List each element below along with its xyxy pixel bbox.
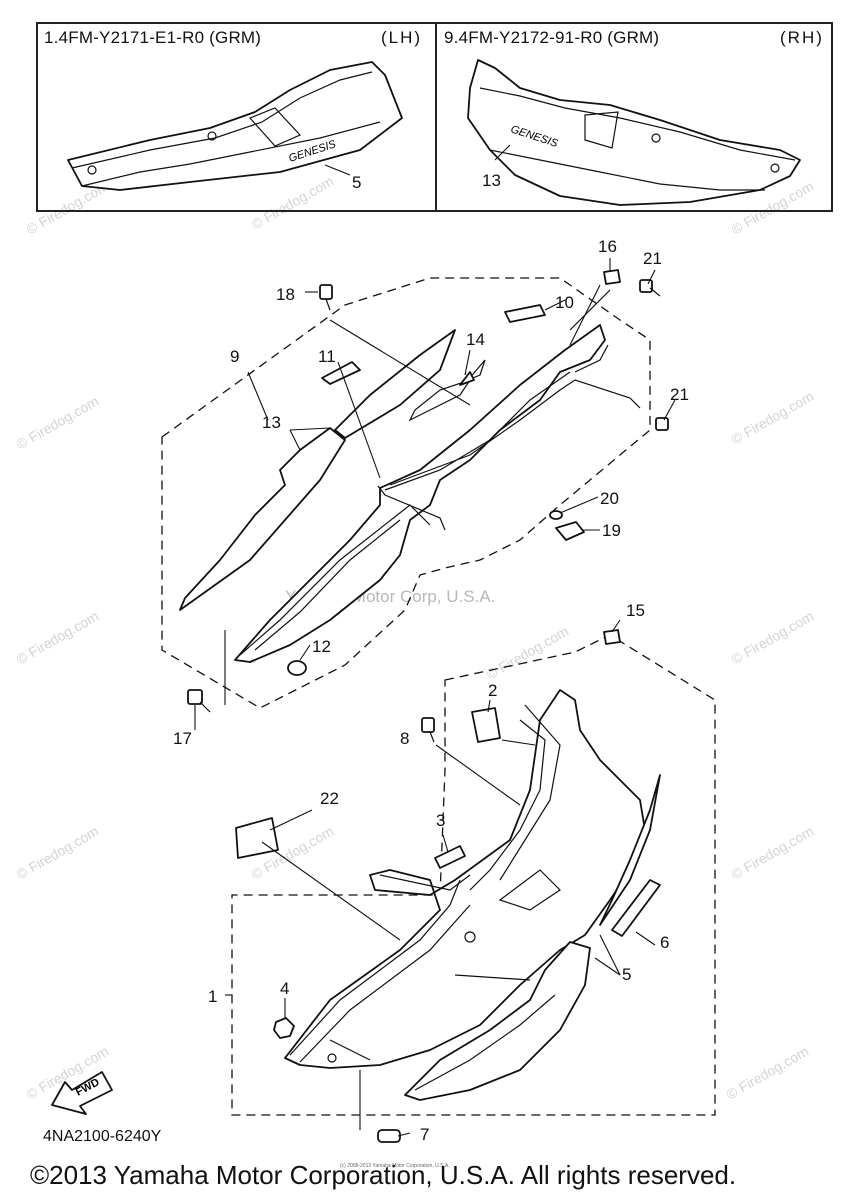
bolt-18 xyxy=(319,284,333,311)
watermark-11: © Firedog.com xyxy=(729,823,817,883)
watermark-14: © Firedog.com xyxy=(484,623,572,683)
callout-11: 11 xyxy=(318,347,336,366)
callout-5-header: 5 xyxy=(352,173,361,192)
lh-part-code: 1.4FM-Y2171-E1-R0 (GRM) xyxy=(44,28,262,47)
watermark-5: © Firedog.com xyxy=(729,388,817,448)
callout-17: 17 xyxy=(173,729,192,748)
callout-10: 10 xyxy=(555,293,574,312)
part-5-panel xyxy=(404,941,591,1101)
bolt-7 xyxy=(377,1129,401,1143)
callout-8: 8 xyxy=(400,729,409,748)
watermark-13: © Firedog.com xyxy=(724,1043,812,1103)
callout-5: 5 xyxy=(622,965,631,984)
label-22 xyxy=(235,817,279,859)
rh-side-label: (RH) xyxy=(780,28,824,47)
bolt-21-mid xyxy=(655,417,669,431)
nut-19 xyxy=(555,521,585,541)
tiny-credit: (c) 2008-2013 Yamaha Motor Corporation, … xyxy=(340,1163,450,1169)
nut-4 xyxy=(273,1017,295,1039)
bolt-17 xyxy=(187,689,211,713)
callout-21-top: 21 xyxy=(643,249,662,268)
upper-assembly-boundary xyxy=(161,277,651,709)
rh-decal-drawing: GENESIS xyxy=(467,59,801,206)
lh-side-label: (LH) xyxy=(381,28,423,47)
washer-20 xyxy=(549,510,563,520)
callout-6: 6 xyxy=(660,933,669,952)
callout-14: 14 xyxy=(466,330,485,349)
callout-16: 16 xyxy=(598,237,617,256)
diagram-code: 4NA2100-6240Y xyxy=(43,1128,162,1145)
callout-13-header: 13 xyxy=(482,171,501,190)
callout-13: 13 xyxy=(262,413,281,432)
watermark-6: © Firedog.com xyxy=(14,608,102,668)
callout-18: 18 xyxy=(276,285,295,304)
callout-21-mid: 21 xyxy=(670,385,689,404)
bolt-21-top xyxy=(639,279,661,297)
callout-4: 4 xyxy=(280,979,289,998)
callout-9: 9 xyxy=(230,347,239,366)
lh-decal-drawing: GENESIS xyxy=(67,61,403,191)
copyright-footer: ©2013 Yamaha Motor Corporation, U.S.A. A… xyxy=(30,1160,737,1190)
upper-cover-body xyxy=(234,324,606,663)
decal-6 xyxy=(611,879,661,937)
header-box: 1.4FM-Y2171-E1-R0 (GRM) (LH) 9.4FM-Y2172… xyxy=(36,22,833,212)
lower-assembly-boundary xyxy=(231,634,716,1116)
rh-part-code: 9.4FM-Y2172-91-R0 (GRM) xyxy=(444,28,660,47)
watermark-4: © Firedog.com xyxy=(14,393,102,453)
callout-19: 19 xyxy=(602,521,621,540)
callout-1: 1 xyxy=(208,987,217,1006)
watermark-8: © Firedog.com xyxy=(729,608,817,668)
callout-2: 2 xyxy=(488,681,497,700)
callout-20: 20 xyxy=(600,489,619,508)
callout-12: 12 xyxy=(312,637,331,656)
header-divider xyxy=(435,24,437,210)
callout-layer: 5 13 16 21 18 10 14 9 11 21 13 20 19 15 … xyxy=(173,171,689,1144)
callout-15: 15 xyxy=(626,601,645,620)
callout-22: 22 xyxy=(320,789,339,808)
callout-7: 7 xyxy=(420,1125,429,1144)
part-13-panel xyxy=(179,427,346,611)
grommet-12 xyxy=(287,660,307,676)
callout-3: 3 xyxy=(436,811,445,830)
bolt-8 xyxy=(421,717,435,743)
watermark-9: © Firedog.com xyxy=(14,823,102,883)
